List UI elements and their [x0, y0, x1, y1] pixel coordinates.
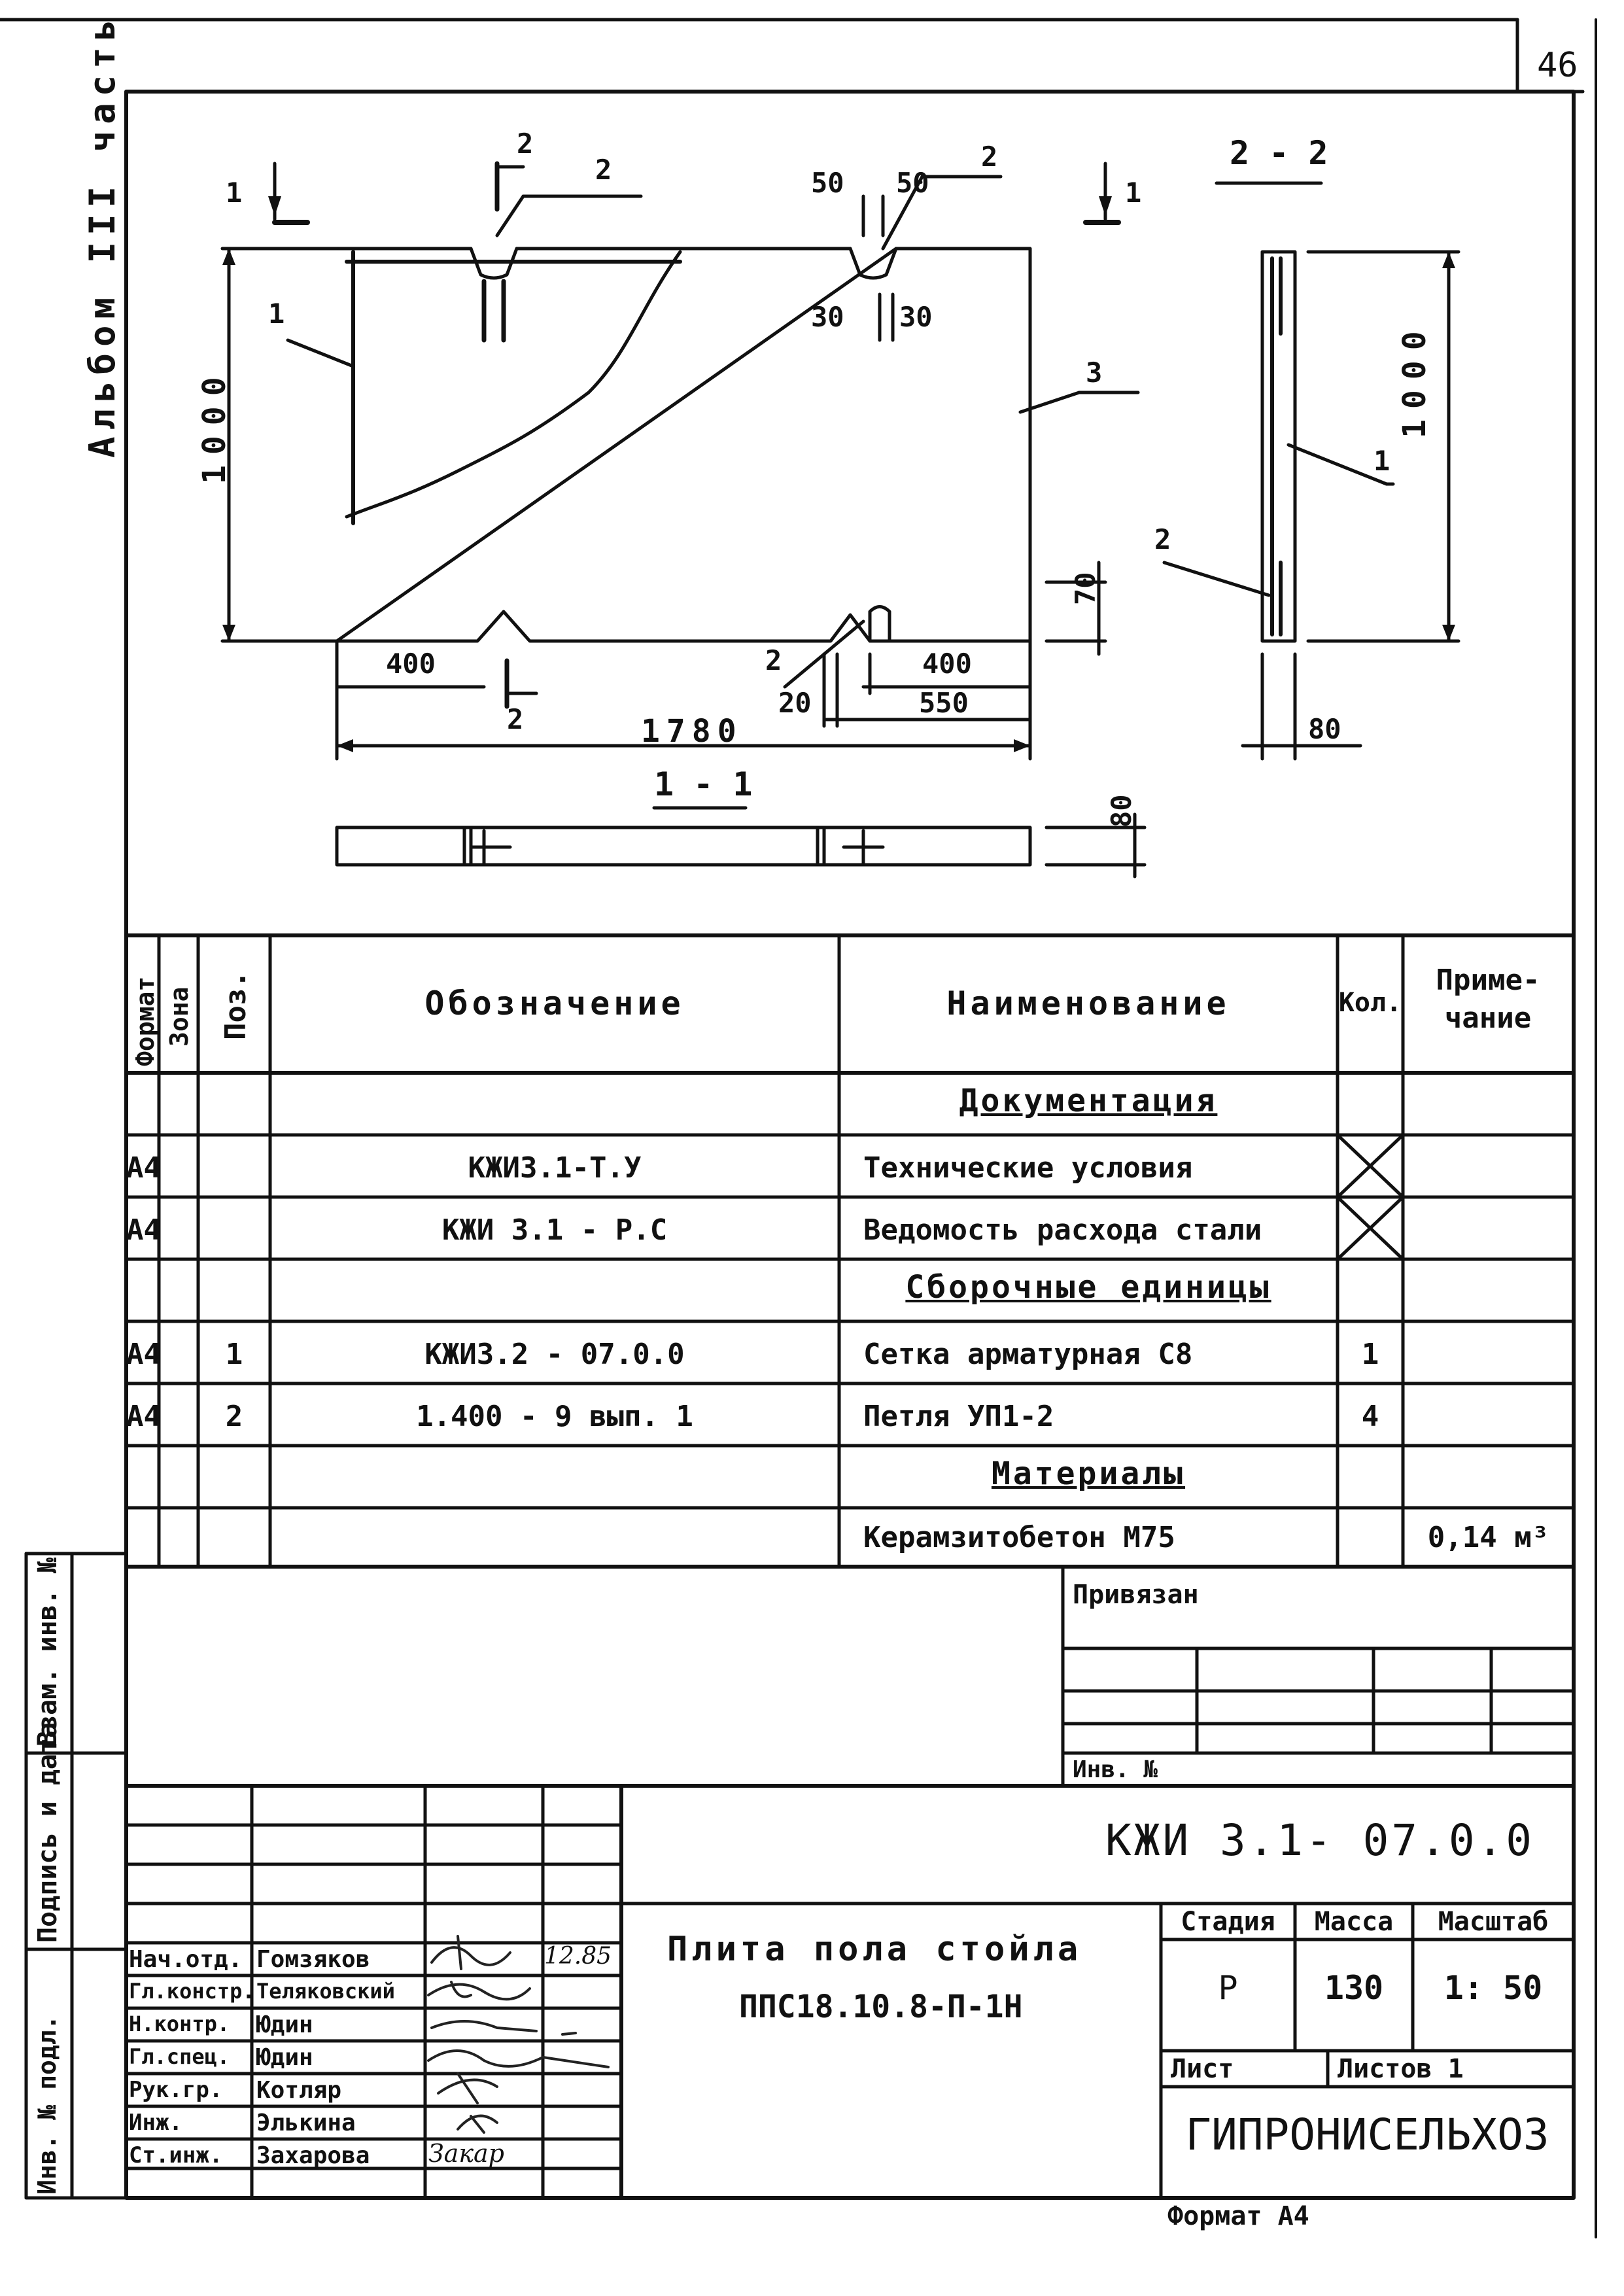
row-qty: 4	[1361, 1400, 1379, 1433]
dim-loop-offset-b: 50	[896, 167, 929, 199]
mass-label: Масса	[1314, 1907, 1394, 1937]
album-label: Альбом III часть 3	[82, 0, 123, 458]
section-materials: Материалы	[991, 1455, 1186, 1492]
row-note: 0,14 м³	[1427, 1521, 1549, 1554]
sign-role: Рук.гр.	[129, 2077, 223, 2103]
dim-20: 20	[778, 687, 812, 719]
sign-role: Гл.констр.	[129, 1979, 255, 2004]
section-cut-mark-bottom: 2	[507, 703, 524, 735]
sign-name: Захарова	[256, 2142, 370, 2169]
row-format: А4	[126, 1400, 161, 1433]
dim-loop-width-a: 30	[811, 301, 844, 333]
callout-2-bottom: 2	[765, 644, 782, 676]
sheets-count: Листов 1	[1338, 2054, 1464, 2084]
row-designation: 1.400 - 9 вып. 1	[416, 1400, 693, 1433]
sign-role: Ст.инж.	[129, 2142, 223, 2168]
side-label-vzam: Взам. инв. №	[33, 1557, 63, 1747]
stage-value: Р	[1218, 1969, 1238, 2007]
row-format: А4	[126, 1213, 161, 1247]
col-header-designation: Обозначение	[424, 984, 685, 1022]
view-2-2-title: 2 - 2	[1230, 134, 1328, 172]
view-1-1-title: 1 - 1	[654, 765, 753, 803]
callout-1-plan: 1	[268, 298, 285, 330]
row-format: А4	[126, 1151, 161, 1185]
document-code: КЖИ 3.1- 07.0.0	[1105, 1815, 1535, 1866]
row-designation: КЖИ3.1-Т.У	[468, 1151, 642, 1185]
dim-height-plan: 1000	[196, 366, 233, 484]
sign-role: Нач.отд.	[129, 1946, 243, 1973]
dim-height-section: 1000	[1396, 321, 1433, 438]
sign-date: 12.85	[544, 1943, 612, 1970]
dim-70: 70	[1069, 572, 1101, 605]
section-cut-mark-right: 1	[1125, 177, 1142, 209]
side-label-podpis: Подпись и дата	[33, 1722, 63, 1943]
sign-name: Элькина	[256, 2110, 356, 2136]
sign-name: Теляковский	[256, 1979, 395, 2004]
format-label: Формат А4	[1167, 2201, 1309, 2231]
dim-550: 550	[919, 687, 969, 719]
callout-2-right: 2	[981, 141, 998, 173]
sign-name: Котляр	[256, 2077, 342, 2104]
signature: Закар	[428, 2139, 505, 2168]
section-cut-mark-top: 2	[517, 128, 534, 160]
row-pos: 1	[225, 1338, 243, 1371]
organization-name: ГИПРОНИСЕЛЬХОЗ	[1185, 2110, 1549, 2160]
mass-value: 130	[1324, 1969, 1384, 2007]
section-documentation: Документация	[959, 1083, 1218, 1119]
sign-role: Гл.спец.	[129, 2044, 230, 2069]
section-cut-mark-left: 1	[226, 177, 243, 209]
scale-value: 1: 50	[1443, 1969, 1543, 2007]
title-line-1: Плита пола стойла	[667, 1930, 1082, 1969]
row-name: Технические условия	[863, 1151, 1193, 1185]
dim-400-left: 400	[386, 648, 436, 680]
section-assembly-units: Сборочные единицы	[905, 1269, 1271, 1306]
dim-loop-width-b: 30	[899, 301, 933, 333]
sign-role: Инж.	[129, 2110, 182, 2136]
sign-role: Н.контр.	[129, 2011, 230, 2036]
row-name: Керамзитобетон М75	[863, 1521, 1175, 1554]
sign-name: Гомзяков	[256, 1946, 370, 1973]
side-label-inv-podl: Инв. № подл.	[33, 2015, 61, 2195]
dim-80-section: 80	[1308, 713, 1341, 745]
callout-2-left: 2	[595, 154, 612, 186]
sign-name: Юдин	[256, 2044, 313, 2071]
col-header-zone: Зона	[165, 986, 194, 1047]
row-name: Ведомость расхода стали	[863, 1213, 1262, 1247]
row-format: А4	[126, 1338, 161, 1371]
col-header-format: Формат	[131, 976, 160, 1066]
row-name: Петля УП1-2	[863, 1400, 1054, 1433]
col-header-pos: Поз.	[219, 971, 252, 1040]
dim-80-slab: 80	[1105, 794, 1137, 827]
callout-1-section: 1	[1373, 445, 1391, 477]
title-line-2: ППС18.10.8-П-1Н	[739, 1989, 1023, 2025]
row-qty: 1	[1361, 1338, 1379, 1371]
row-name: Сетка арматурная С8	[863, 1338, 1193, 1371]
dim-400-right: 400	[922, 648, 972, 680]
col-header-note: Приме-чание	[1436, 964, 1540, 1035]
privyazan-label: Привязан	[1073, 1580, 1199, 1610]
row-designation: КЖИ3.2 - 07.0.0	[424, 1338, 685, 1371]
sheet-label: Лист	[1171, 2054, 1234, 2084]
scale-label: Масштаб	[1438, 1907, 1549, 1937]
callout-3-plan: 3	[1086, 357, 1103, 389]
dim-1780: 1780	[641, 713, 743, 750]
callout-2-section: 2	[1154, 523, 1171, 555]
stage-label: Стадия	[1181, 1907, 1275, 1937]
inv-no-label: Инв. №	[1073, 1756, 1158, 1783]
col-header-qty: Кол.	[1338, 988, 1402, 1018]
row-designation: КЖИ 3.1 - Р.С	[441, 1213, 668, 1247]
col-header-name: Наименование	[946, 984, 1230, 1022]
dim-loop-offset-a: 50	[811, 167, 844, 199]
sign-name: Юдин	[256, 2011, 313, 2038]
row-pos: 2	[225, 1400, 243, 1433]
page-number: 46	[1537, 46, 1578, 85]
